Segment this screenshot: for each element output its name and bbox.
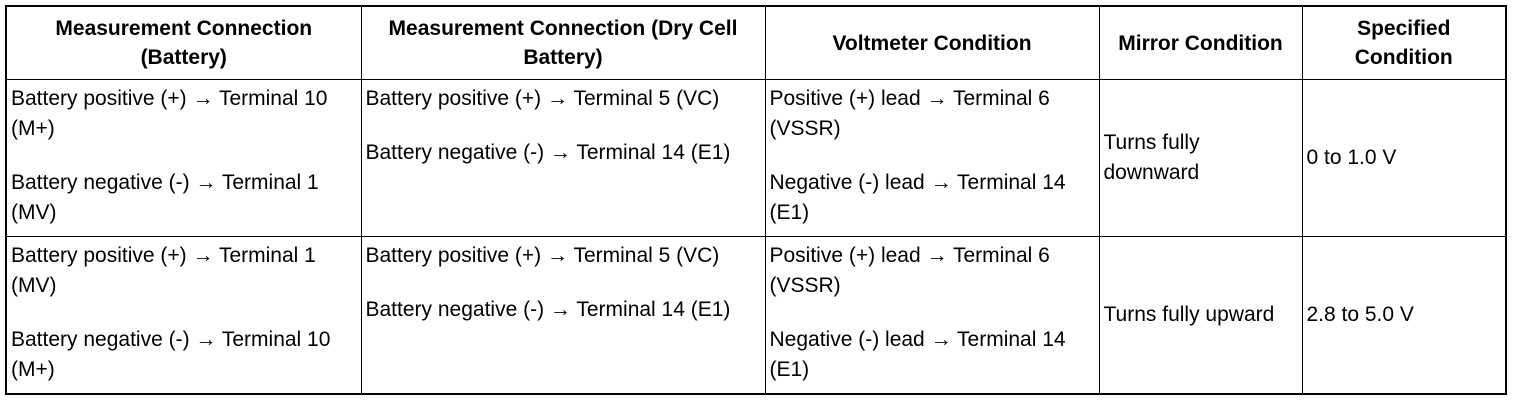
voltmeter-negative-lead: Negative (-) lead → Terminal 14 (E1) [769, 328, 1066, 381]
header-row: Measurement Connection (Battery) Measure… [5, 5, 1507, 80]
voltmeter-positive-lead: Positive (+) lead → Terminal 6 (VSSR) [769, 87, 1050, 140]
table-row: Battery positive (+) → Terminal 1 (MV) B… [5, 236, 1507, 395]
inspection-table: Measurement Connection (Battery) Measure… [5, 5, 1507, 395]
battery-cell: Battery positive (+) → Terminal 1 (MV) B… [5, 236, 362, 395]
battery-negative-connection: Battery negative (-) → Terminal 10 (M+) [11, 328, 331, 381]
voltmeter-cell: Positive (+) lead → Terminal 6 (VSSR) Ne… [764, 236, 1100, 395]
header-battery: Measurement Connection (Battery) [5, 5, 362, 80]
dry-cell-cell: Battery positive (+) → Terminal 5 (VC) B… [360, 236, 766, 395]
mirror-condition-cell: Turns fully upward [1098, 236, 1303, 395]
dry-cell-positive-connection: Battery positive (+) → Terminal 5 (VC) [365, 244, 720, 267]
voltmeter-negative-lead: Negative (-) lead → Terminal 14 (E1) [769, 171, 1066, 224]
table-row: Battery positive (+) → Terminal 10 (M+) … [5, 79, 1507, 237]
voltmeter-cell: Positive (+) lead → Terminal 6 (VSSR) Ne… [764, 79, 1100, 237]
dry-cell-positive-connection: Battery positive (+) → Terminal 5 (VC) [365, 87, 720, 110]
battery-negative-connection: Battery negative (-) → Terminal 1 (MV) [11, 171, 319, 224]
battery-cell: Battery positive (+) → Terminal 10 (M+) … [5, 79, 362, 237]
voltmeter-positive-lead: Positive (+) lead → Terminal 6 (VSSR) [769, 244, 1050, 297]
header-voltmeter: Voltmeter Condition [764, 5, 1100, 80]
dry-cell-negative-connection: Battery negative (-) → Terminal 14 (E1) [365, 298, 731, 321]
specified-condition-cell: 0 to 1.0 V [1301, 79, 1507, 237]
dry-cell-cell: Battery positive (+) → Terminal 5 (VC) B… [360, 79, 766, 237]
battery-positive-connection: Battery positive (+) → Terminal 1 (MV) [11, 244, 316, 297]
battery-positive-connection: Battery positive (+) → Terminal 10 (M+) [11, 87, 328, 140]
header-dry-cell: Measurement Connection (Dry Cell Battery… [360, 5, 766, 80]
header-mirror: Mirror Condition [1098, 5, 1303, 80]
dry-cell-negative-connection: Battery negative (-) → Terminal 14 (E1) [365, 141, 731, 164]
mirror-condition-cell: Turns fully downward [1098, 79, 1303, 237]
header-specified: Specified Condition [1301, 5, 1507, 80]
specified-condition-cell: 2.8 to 5.0 V [1301, 236, 1507, 395]
